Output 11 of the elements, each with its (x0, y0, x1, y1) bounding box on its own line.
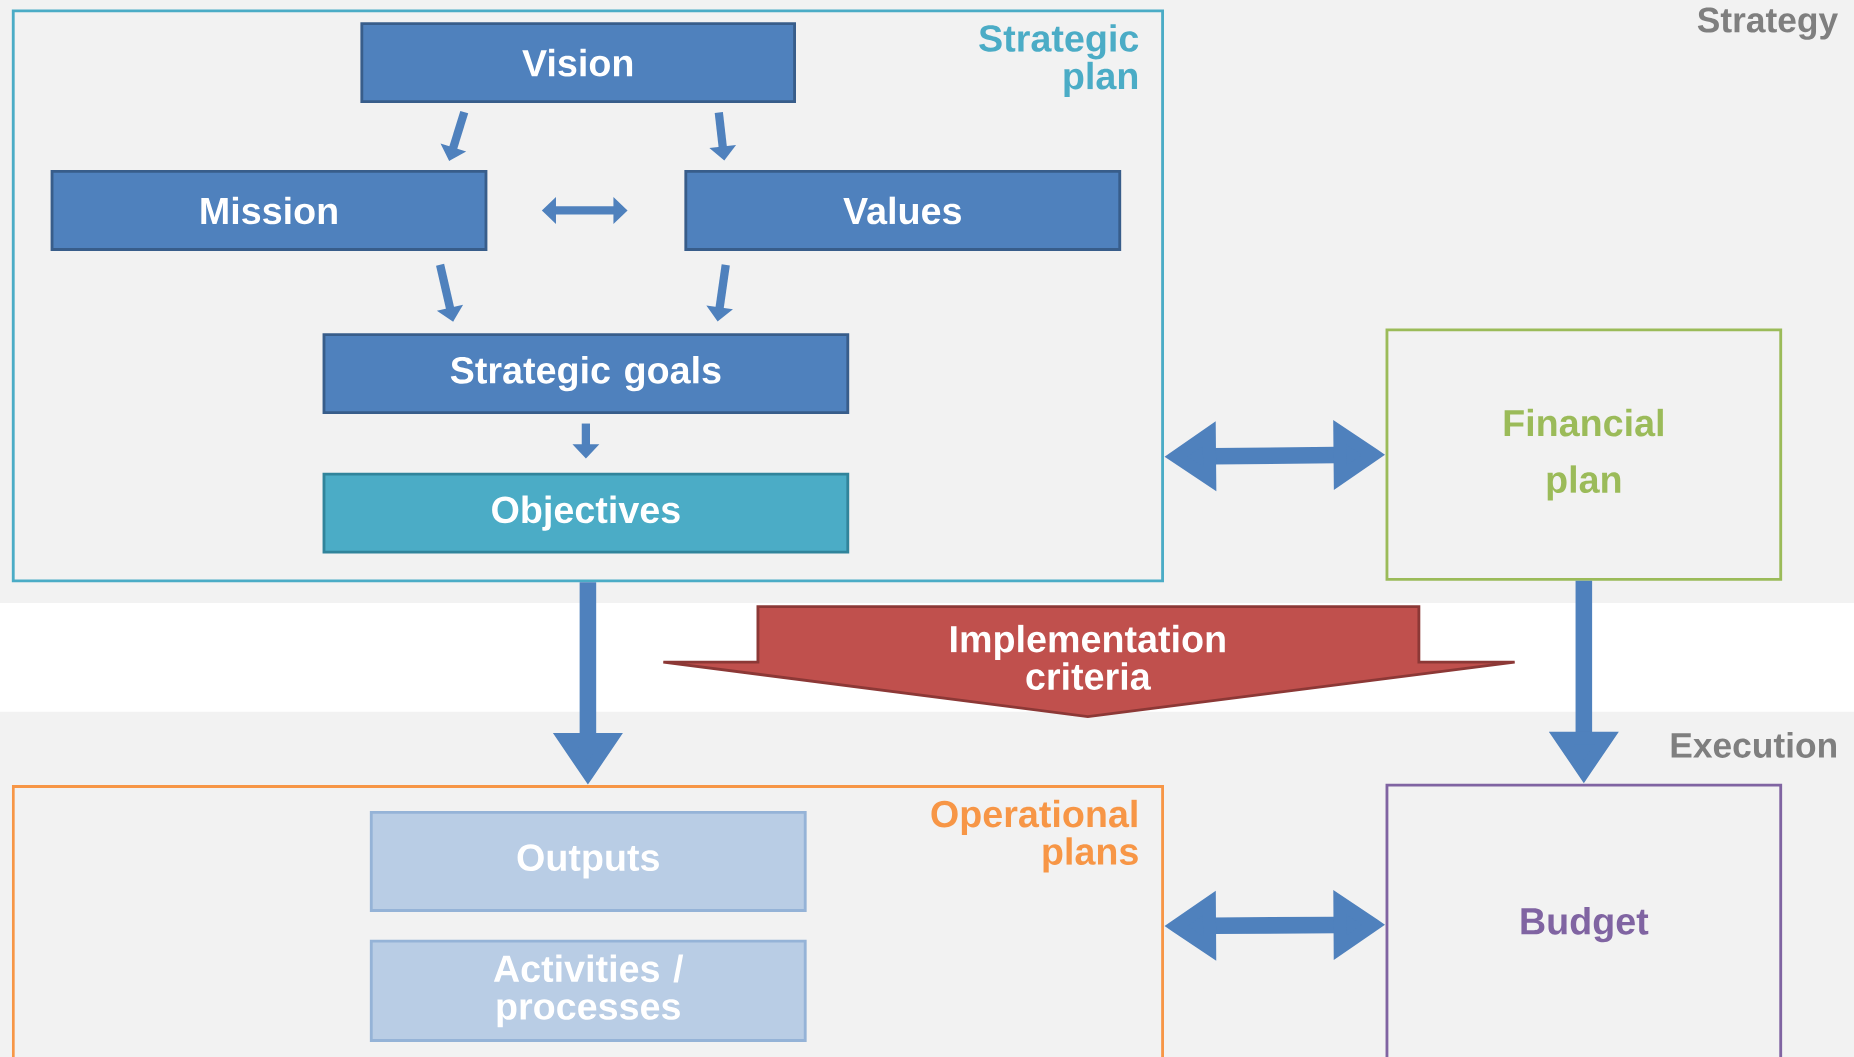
plan-box: Budget (1385, 783, 1783, 1057)
process-box: Mission (50, 170, 488, 251)
process-box: Objectives (322, 472, 850, 554)
section-label: Strategy (1697, 7, 1838, 40)
process-box: Vision (360, 22, 796, 104)
plan-box: Financial plan (1385, 328, 1783, 581)
process-box: Activities / processes (369, 939, 807, 1042)
process-box: Outputs (369, 810, 807, 912)
process-box: Values (684, 170, 1122, 251)
section-label: Execution (1671, 731, 1836, 758)
process-box: Strategic goals (322, 333, 850, 415)
